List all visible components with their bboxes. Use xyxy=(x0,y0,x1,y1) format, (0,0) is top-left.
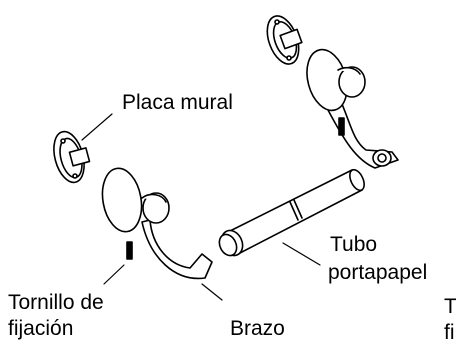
label-cut-right-2: fi xyxy=(444,321,455,344)
label-cut-right-1: T xyxy=(444,295,456,318)
arm-lower xyxy=(101,167,213,280)
wall-plate-lower xyxy=(53,130,91,184)
screw-lower xyxy=(126,241,133,260)
label-screw-line1: Tornillo de xyxy=(8,291,104,314)
label-screw-line2: fijación xyxy=(8,317,74,340)
leader-arm xyxy=(201,283,223,301)
screw-upper xyxy=(338,117,345,136)
label-wall-plate: Placa mural xyxy=(122,91,233,114)
label-tube-line1: Tubo xyxy=(330,233,378,256)
leader-tube xyxy=(282,242,321,266)
label-tube-line2: portapapel xyxy=(328,261,428,284)
leader-wall-plate xyxy=(81,113,113,141)
leader-screw xyxy=(103,264,125,285)
paper-tube xyxy=(218,168,365,257)
arm-upper xyxy=(306,48,399,169)
label-arm: Brazo xyxy=(230,317,285,340)
wall-plate-upper xyxy=(266,15,303,65)
